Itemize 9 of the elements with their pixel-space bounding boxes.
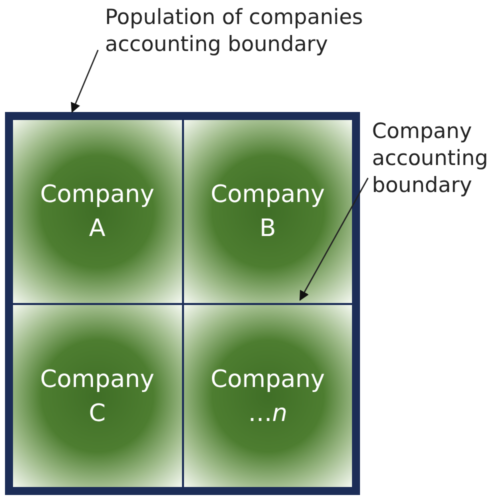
boundary-frame — [5, 112, 360, 495]
annotation-text: Company accounting boundary — [372, 118, 497, 199]
company-cell: Company B — [184, 120, 352, 302]
company-cell: Company A — [13, 120, 182, 302]
leader-line — [299, 178, 369, 301]
company-cell: Company C — [13, 304, 182, 487]
leader-line — [70, 50, 99, 113]
annotation-text: Population of companies accounting boundary — [105, 4, 405, 58]
company-cell: Company …n — [184, 304, 352, 487]
